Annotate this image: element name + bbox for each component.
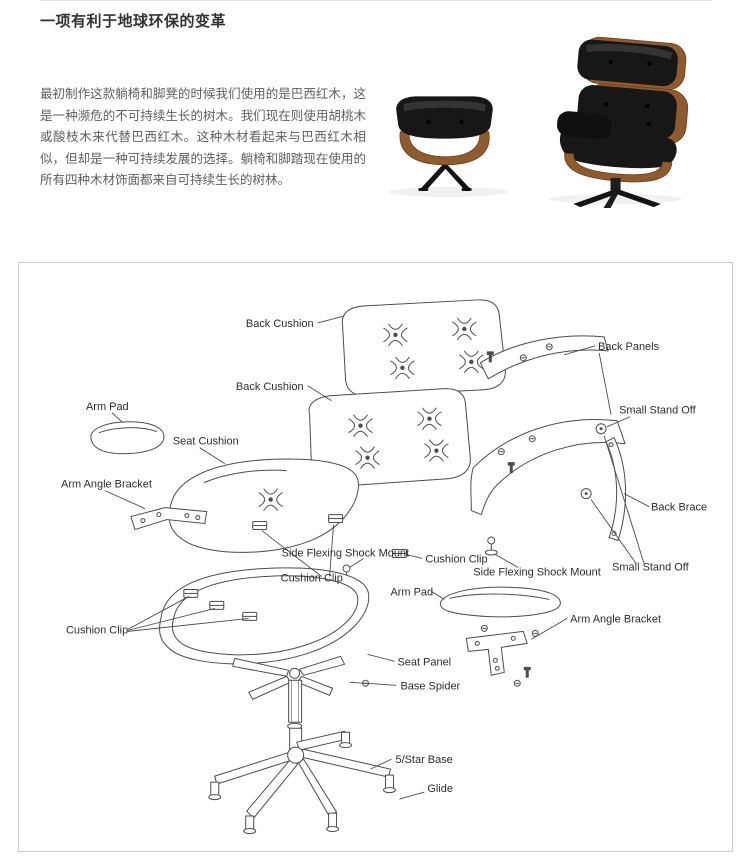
- label-back-brace: Back Brace: [651, 502, 707, 514]
- label-side-flexing-shock-mount-2: Side Flexing Shock Mount: [473, 566, 600, 578]
- ottoman: [396, 96, 493, 191]
- label-side-flexing-shock-mount-1: Side Flexing Shock Mount: [282, 548, 409, 560]
- label-cushion-clip-3: Cushion Clip: [66, 624, 128, 636]
- label-seat-panel: Seat Panel: [397, 656, 451, 668]
- seat-panel-part: [159, 567, 370, 665]
- label-arm-pad-2: Arm Pad: [390, 586, 433, 598]
- label-cushion-clip-1: Cushion Clip: [425, 553, 487, 565]
- label-small-stand-off-1: Small Stand Off: [619, 405, 697, 417]
- lounge-chair: [557, 36, 689, 183]
- exploded-diagram-drawing: Back Cushion Back Panels Back Cushion Sm…: [61, 299, 707, 835]
- back-panels-part: [470, 335, 626, 516]
- seat-cushion-part: [168, 458, 359, 553]
- page-title: 一项有利于地球环保的变革: [40, 13, 227, 30]
- label-arm-angle-bracket-2: Arm Angle Bracket: [570, 613, 661, 625]
- arm-pad-left-part: [90, 421, 165, 455]
- five-star-base-part: [208, 727, 396, 835]
- label-glide: Glide: [427, 783, 453, 795]
- label-base-spider: Base Spider: [400, 680, 460, 692]
- intro-paragraph: 最初制作这款躺椅和脚凳的时候我们使用的是巴西红木，这是一种濒危的不可持续生长的树…: [40, 87, 366, 187]
- label-cushion-clip-2: Cushion Clip: [281, 572, 343, 584]
- arm-angle-bracket-left-part: [130, 507, 208, 531]
- product-photo: [366, 20, 690, 208]
- label-back-panels: Back Panels: [598, 341, 659, 353]
- arm-pad-right-part: [439, 586, 561, 618]
- label-back-cushion-1: Back Cushion: [246, 318, 314, 330]
- label-back-cushion-2: Back Cushion: [236, 381, 304, 393]
- base-spider-part: [232, 655, 370, 730]
- label-small-stand-off-2: Small Stand Off: [612, 561, 690, 573]
- chair-base: [573, 177, 661, 208]
- label-arm-angle-bracket-1: Arm Angle Bracket: [61, 479, 152, 491]
- diagram-labels: Back Cushion Back Panels Back Cushion Sm…: [61, 318, 707, 795]
- label-seat-cushion: Seat Cushion: [173, 436, 239, 448]
- exploded-diagram: Back Cushion Back Panels Back Cushion Sm…: [18, 262, 733, 852]
- arm-angle-bracket-right-part: [465, 624, 539, 687]
- leader-lines: [104, 315, 650, 800]
- back-cushion-top-part: [341, 299, 506, 397]
- label-arm-pad-1: Arm Pad: [86, 401, 129, 413]
- lounge-chair-photo: [388, 36, 689, 208]
- label-five-star-base: 5/Star Base: [395, 754, 452, 766]
- section-header: 一项有利于地球环保的变革: [40, 0, 712, 31]
